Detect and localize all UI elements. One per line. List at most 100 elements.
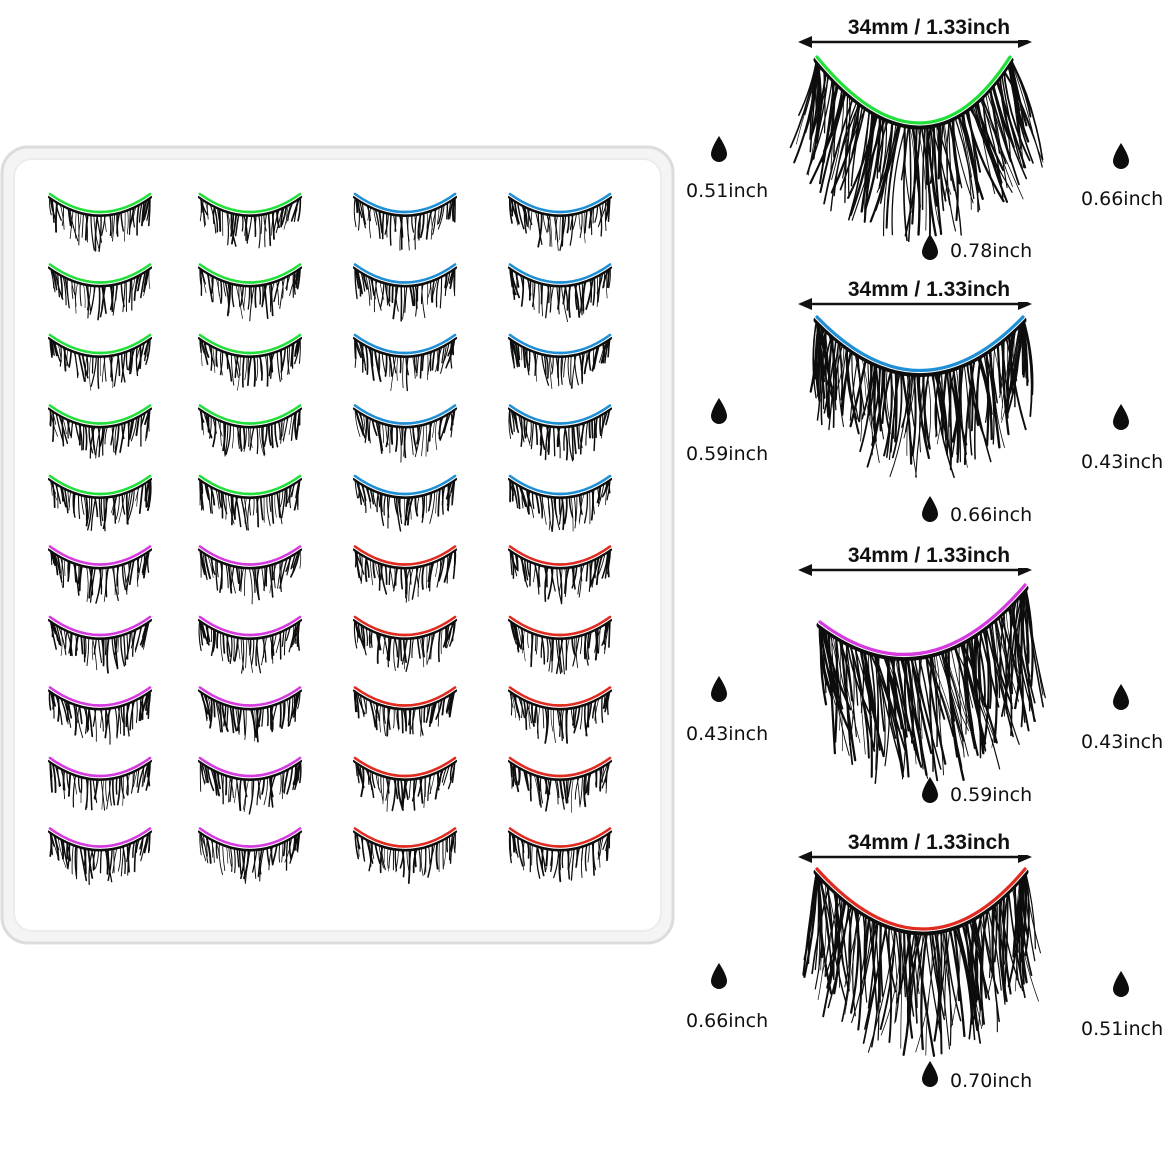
lash-base	[508, 195, 612, 217]
lash-base	[353, 618, 457, 640]
center-length: 0.66inch	[950, 504, 1033, 526]
lash-base	[48, 618, 152, 640]
lash-band	[508, 827, 612, 848]
lash-base	[508, 406, 612, 429]
lash-band	[198, 756, 302, 778]
lash-band	[508, 545, 612, 566]
width-label: 34mm / 1.33inch	[820, 16, 1038, 40]
lash-base	[353, 759, 457, 781]
spec-lash	[816, 582, 1046, 784]
drop-icon	[1113, 971, 1129, 997]
lash-tray-illustration	[0, 145, 675, 945]
left-length: 0.59inch	[686, 443, 769, 465]
tray-lash	[352, 755, 458, 812]
lash-base	[198, 829, 302, 852]
lash-band	[353, 827, 457, 848]
drop-icon	[922, 1061, 938, 1087]
drop-icon	[922, 496, 938, 522]
tray-lash	[507, 544, 613, 605]
tray-lash	[352, 262, 458, 322]
drop-icon	[711, 136, 727, 162]
lash-band	[353, 333, 457, 355]
lash-band	[48, 263, 152, 284]
lash-base	[198, 195, 302, 217]
lash-base	[353, 688, 457, 711]
lash-band	[353, 545, 457, 566]
center-length: 0.78inch	[950, 240, 1033, 262]
lash-base	[198, 406, 302, 429]
lash-band	[48, 474, 152, 496]
lash-band	[48, 192, 152, 214]
lash-base	[353, 547, 457, 570]
lash-band	[198, 192, 302, 214]
lash-hairs	[818, 584, 1046, 784]
tray-lash	[47, 755, 153, 811]
lash-illustration	[798, 851, 1041, 1057]
tray-lash	[197, 685, 303, 743]
lash-band	[818, 583, 1027, 657]
lash-base	[353, 406, 457, 429]
tray-lash	[197, 262, 303, 322]
width-label: 34mm / 1.33inch	[820, 831, 1038, 855]
lash-hairs	[789, 56, 1044, 243]
lash-illustration	[798, 298, 1034, 479]
lash-band	[815, 867, 1027, 931]
lash-band	[48, 404, 152, 425]
left-length: 0.43inch	[686, 723, 769, 745]
tray-lash	[352, 473, 458, 532]
left-length: 0.66inch	[686, 1010, 769, 1032]
drop-icon	[711, 676, 727, 702]
lash-illustration	[798, 564, 1046, 784]
lash-base	[508, 547, 612, 570]
lash-band	[198, 404, 302, 425]
lash-base	[198, 547, 302, 570]
tray-lash	[352, 403, 458, 463]
width-label: 34mm / 1.33inch	[820, 544, 1038, 568]
lash-band	[198, 615, 302, 637]
tray-lash	[197, 826, 303, 885]
tray-lash	[47, 262, 153, 321]
lash-band	[48, 333, 152, 355]
spec-lash	[809, 314, 1034, 479]
tray-lash	[507, 685, 613, 744]
right-length: 0.66inch	[1081, 188, 1164, 210]
lash-band	[353, 404, 457, 425]
lash-band	[198, 827, 302, 848]
lash-base	[198, 688, 302, 711]
lash-spec-1: 34mm / 1.33inch 0.51inch 0.66inch 0.78in…	[680, 0, 1170, 290]
tray-lash	[352, 332, 458, 392]
lash-tray	[0, 145, 675, 945]
drop-icon	[922, 777, 938, 803]
center-length: 0.70inch	[950, 1070, 1033, 1092]
lash-base	[48, 195, 152, 217]
tray-lash	[47, 473, 153, 532]
lash-band	[815, 55, 1012, 125]
lash-base	[353, 829, 457, 852]
tray-lash	[197, 755, 303, 815]
lash-band	[198, 686, 302, 707]
drop-icon	[711, 398, 727, 424]
tray-lash	[507, 473, 613, 533]
tray-lash	[47, 544, 153, 604]
drop-icon	[922, 234, 938, 260]
tray-lash	[507, 332, 613, 389]
right-length: 0.43inch	[1081, 451, 1164, 473]
tray-lash	[47, 332, 153, 391]
tray-lash	[507, 614, 613, 675]
tray-lash	[507, 755, 613, 813]
lash-base	[48, 829, 152, 852]
tray-lash	[352, 614, 458, 672]
lash-base	[198, 759, 302, 781]
tray-lash	[507, 191, 613, 251]
lash-band	[353, 474, 457, 496]
drop-icon	[1113, 404, 1129, 430]
lash-base	[48, 547, 152, 570]
lash-band	[353, 756, 457, 778]
tray-lash	[197, 473, 303, 531]
left-length: 0.51inch	[686, 180, 769, 202]
lash-band	[48, 545, 152, 566]
lash-base	[48, 265, 152, 288]
tray-lash	[197, 614, 303, 674]
lash-band	[508, 263, 612, 284]
lash-band	[508, 474, 612, 496]
